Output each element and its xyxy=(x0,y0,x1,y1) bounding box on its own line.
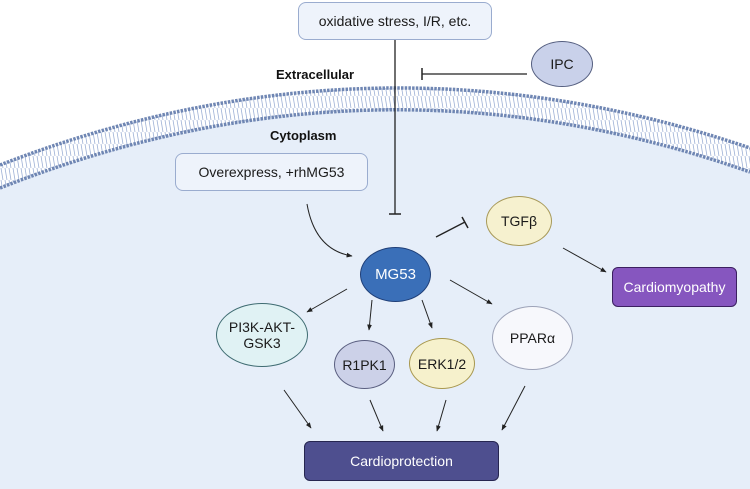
edge-r1pk1-cardioprotection xyxy=(369,399,384,432)
edge-mg53-tgfb-bar xyxy=(461,216,469,229)
cytoplasm-label: Cytoplasm xyxy=(270,128,337,143)
extracellular-label: Extracellular xyxy=(276,67,355,82)
cell-membrane xyxy=(0,87,750,188)
edge-mg53-r1pk1 xyxy=(367,299,373,331)
node-tgfb: TGFβ xyxy=(486,196,552,246)
node-overexpress: Overexpress, +rhMG53 xyxy=(175,153,368,191)
cytoplasm-region xyxy=(0,109,750,489)
edge-tgfb-cardiomyopathy xyxy=(562,247,607,273)
node-r1pk1: R1PK1 xyxy=(334,340,395,389)
edge-erk-cardioprotection xyxy=(436,399,447,432)
node-ppara: PPARα xyxy=(492,306,573,370)
node-cardiomyopathy: Cardiomyopathy xyxy=(612,267,737,307)
membrane-outer-heads xyxy=(0,86,750,167)
edge-mg53-ppara xyxy=(449,279,493,305)
node-cardioprotection: Cardioprotection xyxy=(304,441,499,481)
edge-mg53-tgfb xyxy=(435,221,466,238)
edge-ppara-cardioprotection xyxy=(501,385,526,431)
edge-overexpress-mg53 xyxy=(306,203,353,258)
node-pi3k: PI3K-AKT- GSK3 xyxy=(216,303,308,367)
node-erk: ERK1/2 xyxy=(409,338,475,389)
membrane-inner-heads xyxy=(0,108,750,190)
node-ipc: IPC xyxy=(531,41,593,87)
edge-pi3k-cardioprotection xyxy=(283,389,312,429)
node-stress: oxidative stress, I/R, etc. xyxy=(298,2,492,40)
edge-mg53-erk xyxy=(421,299,433,329)
edge-mg53-pi3k xyxy=(306,288,348,313)
node-mg53: MG53 xyxy=(360,247,431,302)
